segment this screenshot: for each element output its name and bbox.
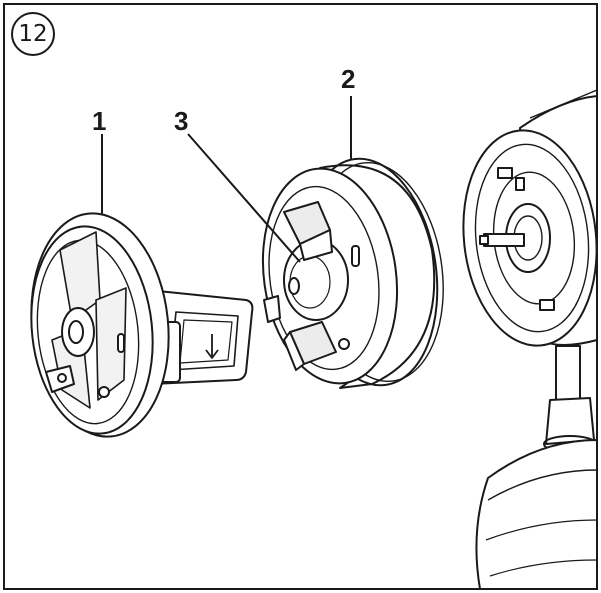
- machine-housing: [462, 89, 598, 590]
- part-2-nozzle: [261, 157, 444, 389]
- step-number-badge: 12: [11, 12, 55, 56]
- leader-line-3: [187, 133, 301, 263]
- step-number: 12: [18, 21, 48, 47]
- callout-label-1: 1: [92, 106, 107, 136]
- leader-lines: [101, 96, 352, 263]
- part-1-cap: [30, 212, 254, 438]
- callout-label-2: 2: [341, 64, 356, 94]
- callout-label-3: 3: [174, 106, 189, 136]
